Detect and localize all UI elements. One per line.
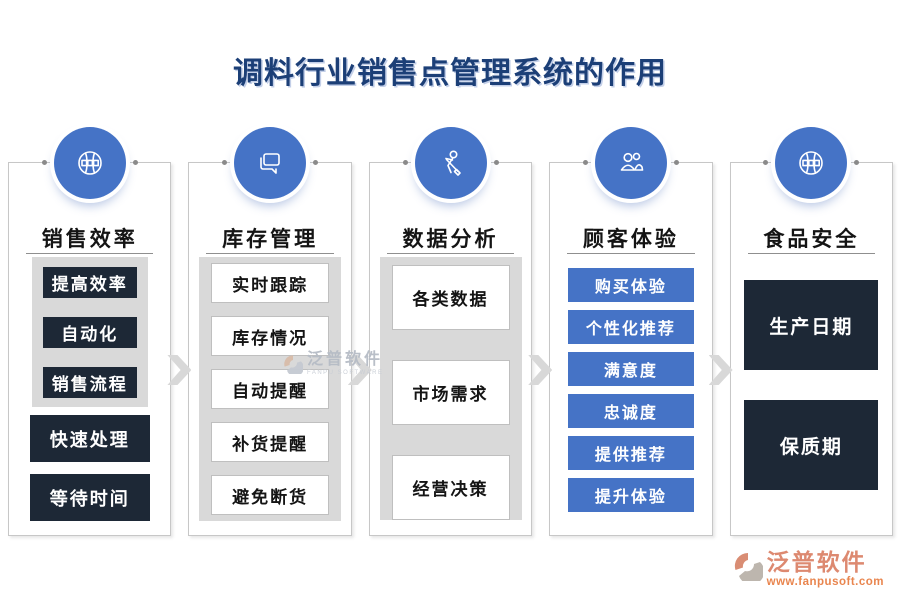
footer-logo: 泛普软件 www.fanpusoft.com (733, 551, 884, 589)
page-title: 调料行业销售点管理系统的作用 (233, 57, 667, 90)
fanpu-logo-icon (734, 552, 763, 581)
users-icon (594, 127, 667, 199)
item-box: 生产日期 (744, 280, 879, 370)
item-box: 销售流程 (42, 367, 137, 398)
item-box: 自动提醒 (211, 369, 330, 409)
column-customer-experience: 顾客体验 购买体验个性化推荐满意度忠诚度提供推荐提升体验 (528, 127, 713, 552)
column-title: 数据分析 (402, 227, 499, 251)
connector-dot (41, 160, 47, 165)
connector-dot (673, 160, 679, 165)
watermark: 泛普软件 FANPU SOFTWARE (283, 352, 383, 376)
connector-dot (582, 160, 588, 165)
footer-brand: 泛普软件 (766, 549, 867, 575)
column-food-safety: 食品安全 生产日期保质期 (708, 127, 894, 552)
column-content: 实时跟踪库存情况自动提醒补货提醒避免断货 (189, 257, 350, 521)
connector-dot (222, 160, 228, 165)
item-box: 经营决策 (391, 455, 510, 520)
globe-icon (775, 127, 848, 199)
footer-url: www.fanpusoft.com (766, 575, 884, 588)
item-box: 实时跟踪 (211, 263, 330, 303)
fanpu-logo-icon (284, 355, 303, 374)
watermark-subtext: FANPU SOFTWARE (307, 370, 384, 376)
item-box: 忠诚度 (567, 394, 694, 428)
item-box: 提高效率 (42, 267, 137, 298)
column-title: 顾客体验 (582, 227, 679, 251)
extra-boxes: 快速处理等待时间 (9, 415, 170, 521)
item-box: 自动化 (42, 317, 137, 348)
columns-container: 销售效率 提高效率自动化销售流程 快速处理等待时间 库存管理 实时跟踪库存情况自… (8, 127, 894, 552)
connector-dot (763, 160, 769, 165)
title-underline (747, 253, 876, 254)
dark-boxes: 生产日期保质期 (731, 257, 892, 490)
person-icon (414, 127, 487, 199)
column-content: 生产日期保质期 (731, 257, 892, 490)
column-content: 各类数据市场需求经营决策 (370, 257, 531, 520)
column-inventory: 库存管理 实时跟踪库存情况自动提醒补货提醒避免断货 (167, 127, 352, 552)
item-box: 满意度 (567, 352, 694, 386)
item-box: 购买体验 (567, 268, 694, 302)
item-box: 保质期 (744, 400, 879, 490)
column-sales-efficiency: 销售效率 提高效率自动化销售流程 快速处理等待时间 (8, 127, 172, 552)
title-underline (567, 253, 695, 254)
connector-dot (854, 160, 860, 165)
item-box: 提升体验 (567, 478, 694, 512)
gray-panel: 提高效率自动化销售流程 (31, 257, 148, 407)
connector-dot (313, 160, 319, 165)
column-content: 购买体验个性化推荐满意度忠诚度提供推荐提升体验 (550, 257, 711, 512)
chat-icon (234, 127, 307, 199)
item-box: 各类数据 (391, 265, 510, 330)
globe-icon (53, 127, 126, 199)
item-box: 快速处理 (29, 415, 150, 462)
item-box: 库存情况 (211, 316, 330, 356)
column-title: 库存管理 (222, 227, 319, 251)
title-underline (386, 253, 515, 254)
gray-panel: 实时跟踪库存情况自动提醒补货提醒避免断货 (199, 257, 342, 521)
title-underline (25, 253, 154, 254)
column-content: 提高效率自动化销售流程 快速处理等待时间 (9, 257, 170, 521)
connector-dot (402, 160, 408, 165)
item-box: 等待时间 (29, 474, 150, 521)
item-box: 补货提醒 (211, 422, 330, 462)
gray-panel: 各类数据市场需求经营决策 (379, 257, 522, 520)
connector-dot (132, 160, 138, 165)
item-box: 个性化推荐 (567, 310, 694, 344)
title-underline (206, 253, 334, 254)
watermark-brand: 泛普软件 (307, 351, 384, 368)
column-frame (549, 162, 713, 536)
column-data-analysis: 数据分析 各类数据市场需求经营决策 (347, 127, 533, 552)
blue-boxes: 购买体验个性化推荐满意度忠诚度提供推荐提升体验 (550, 257, 711, 512)
item-box: 避免断货 (211, 475, 330, 515)
column-title: 食品安全 (763, 227, 860, 251)
item-box: 提供推荐 (567, 436, 694, 470)
column-title: 销售效率 (41, 227, 138, 251)
connector-dot (493, 160, 499, 165)
item-box: 市场需求 (391, 360, 510, 425)
